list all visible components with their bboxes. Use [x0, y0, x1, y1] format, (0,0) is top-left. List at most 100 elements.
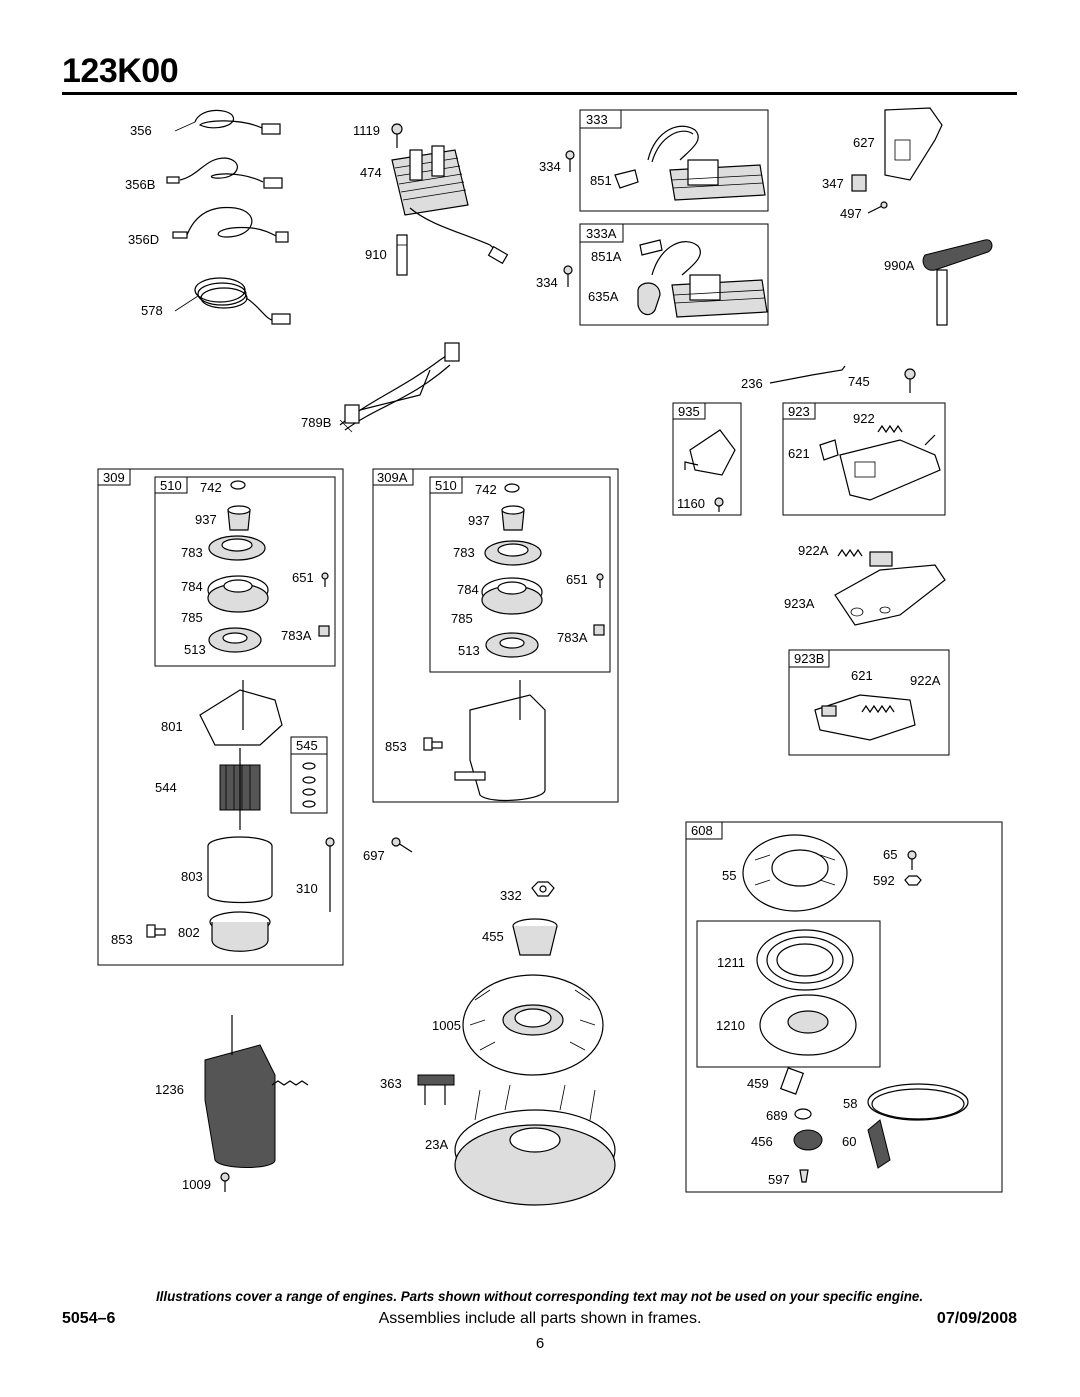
part-labels: 356 356B 356D 578 1119 474 910 789B 334 …	[111, 123, 941, 1192]
handle-60	[867, 1119, 891, 1169]
frame-label-923: 923	[788, 404, 810, 419]
drive-785a	[208, 627, 262, 653]
ring-742a	[230, 480, 246, 490]
label-742a: 742	[200, 480, 222, 495]
frame-label-510a: 510	[160, 478, 182, 493]
label-853a: 853	[385, 739, 407, 754]
flywheel-23A	[454, 1084, 616, 1206]
label-651b: 651	[566, 572, 588, 587]
label-513b: 513	[458, 643, 480, 658]
screw-1160	[714, 497, 724, 512]
frame-tag-545	[290, 736, 328, 755]
frame-tag-510a	[154, 476, 188, 494]
pulley-1210	[759, 994, 857, 1056]
bushing-937b	[501, 505, 525, 531]
label-1236: 1236	[155, 1082, 184, 1097]
wire-harness-789B	[339, 342, 460, 433]
governor-control-923B	[814, 694, 916, 741]
frame-label-333A: 333A	[586, 226, 617, 241]
label-621b: 621	[851, 668, 873, 683]
end-cap-802	[209, 911, 271, 952]
label-578: 578	[141, 303, 163, 318]
housing-801	[199, 680, 283, 746]
bracket-363	[417, 1074, 455, 1105]
label-851: 851	[590, 173, 612, 188]
label-544: 544	[155, 780, 177, 795]
frame-label-333: 333	[586, 112, 608, 127]
label-1211: 1211	[717, 955, 745, 970]
clip-621a	[819, 439, 839, 461]
ignition-module-333A	[651, 241, 768, 318]
pawl-459	[779, 1067, 805, 1095]
governor-control-923	[839, 434, 941, 501]
label-937b: 937	[468, 513, 490, 528]
label-851A: 851A	[591, 249, 622, 264]
drive-785b	[485, 632, 539, 658]
ignition-armature-474	[391, 145, 509, 265]
spark-plug-boot-635A	[637, 282, 661, 316]
nut-783Aa	[318, 625, 330, 637]
label-58: 58	[843, 1096, 857, 1111]
fan-1005	[462, 974, 604, 1076]
label-784a: 784	[181, 579, 203, 594]
screw-697	[391, 837, 413, 853]
page-number: 6	[535, 1335, 545, 1352]
document-date: 07/09/2008	[936, 1310, 1017, 1327]
bushing-937a	[227, 505, 251, 531]
frame-tag-510b	[429, 476, 463, 494]
screw-334b	[563, 265, 573, 287]
spring-922A	[837, 548, 863, 558]
bracket-627	[884, 107, 943, 181]
screw-745	[904, 368, 916, 393]
label-1009: 1009	[182, 1177, 211, 1192]
label-853b: 853	[111, 932, 133, 947]
label-456: 456	[751, 1134, 773, 1149]
screw-497	[867, 201, 888, 214]
screw-597	[799, 1169, 809, 1183]
label-356B: 356B	[125, 177, 155, 192]
clutch-784a	[207, 575, 269, 613]
frame-608	[685, 821, 1003, 1193]
label-310: 310	[296, 881, 318, 896]
control-lever-990A	[922, 239, 993, 326]
label-697: 697	[363, 848, 385, 863]
label-990A: 990A	[884, 258, 915, 273]
washers-545	[302, 762, 316, 808]
armature-544	[219, 748, 261, 830]
label-689: 689	[766, 1108, 788, 1123]
label-497: 497	[840, 206, 862, 221]
label-332: 332	[500, 888, 522, 903]
gear-783b	[484, 540, 542, 566]
frame-333	[579, 109, 769, 212]
label-745: 745	[848, 374, 870, 389]
label-785b: 785	[451, 611, 473, 626]
label-356D: 356D	[128, 232, 159, 247]
label-455: 455	[482, 929, 504, 944]
cup-455	[512, 918, 558, 956]
frame-tag-923B	[788, 649, 830, 668]
label-1160: 1160	[677, 496, 705, 511]
frame-label-935: 935	[678, 404, 700, 419]
frame-tag-309A	[372, 468, 414, 486]
link-236	[769, 365, 846, 384]
connector-853b	[423, 737, 443, 751]
bracket-935	[684, 429, 736, 476]
spacer-910	[396, 234, 408, 276]
frame-tag-333A	[579, 223, 624, 243]
frames-note: Assemblies include all parts shown in fr…	[378, 1310, 702, 1327]
wire-harness-356	[174, 109, 281, 135]
label-347: 347	[822, 176, 844, 191]
frame-label-309: 309	[103, 470, 125, 485]
wire-harness-356D	[172, 206, 289, 243]
wire-harness-578	[174, 277, 291, 325]
label-1005: 1005	[432, 1018, 461, 1033]
bolt-310	[325, 837, 335, 912]
wire-harness-356B	[166, 157, 283, 189]
label-627: 627	[853, 135, 875, 150]
screw-651a	[321, 572, 329, 587]
rope-58	[867, 1083, 969, 1121]
disclaimer-text: Illustrations cover a range of engines. …	[155, 1289, 924, 1304]
blower-housing-55	[742, 834, 848, 912]
label-922A: 922A	[798, 543, 829, 558]
